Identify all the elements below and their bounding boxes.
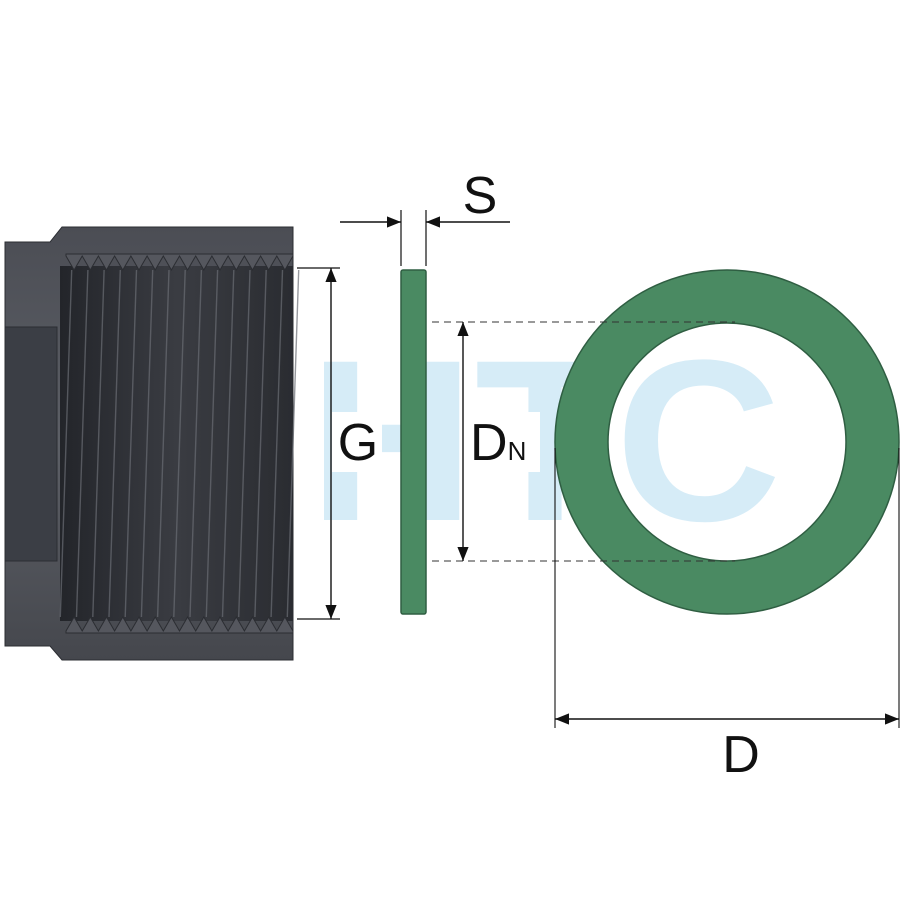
thread-line <box>221 269 235 618</box>
thread-line <box>270 269 284 618</box>
d-label: D <box>722 726 760 784</box>
watermark-text: HTC <box>309 312 782 569</box>
thread-line <box>173 269 186 618</box>
dimension-d: D <box>554 448 900 784</box>
s-label: S <box>463 167 498 225</box>
gasket-ring <box>554 269 900 615</box>
dn-label-main: D <box>470 414 508 472</box>
thread-line <box>286 269 300 618</box>
thread-line <box>59 269 73 618</box>
thread-line <box>140 269 154 618</box>
thread-line <box>238 269 251 618</box>
thread-teeth-top <box>65 253 294 271</box>
thread-line <box>156 269 170 618</box>
threaded-fitting <box>4 226 300 661</box>
thread-teeth-bottom <box>65 616 294 634</box>
g-label-bg <box>332 412 382 472</box>
dimension-dn: DN <box>432 321 735 562</box>
gasket-side-view <box>400 269 427 615</box>
dimension-g: G <box>297 267 382 620</box>
dn-label-bg <box>466 412 540 472</box>
thread-line <box>92 269 105 618</box>
thread-line <box>205 269 219 618</box>
thread-teeth <box>65 253 294 634</box>
thread-line <box>254 269 267 618</box>
thread-lines <box>59 269 300 618</box>
thread-line <box>124 269 138 618</box>
thread-line <box>108 269 121 618</box>
dn-label: DN <box>470 414 526 472</box>
dn-label-subscript: N <box>508 436 527 466</box>
thread-line <box>189 269 203 618</box>
g-label: G <box>338 414 378 472</box>
fitting-bore <box>5 327 57 561</box>
htc-watermark: HTC <box>309 312 782 569</box>
gasket-face-view <box>554 269 900 615</box>
dimension-s: S <box>340 167 510 266</box>
thread-line <box>75 269 89 618</box>
gasket-side-shape <box>400 269 427 615</box>
